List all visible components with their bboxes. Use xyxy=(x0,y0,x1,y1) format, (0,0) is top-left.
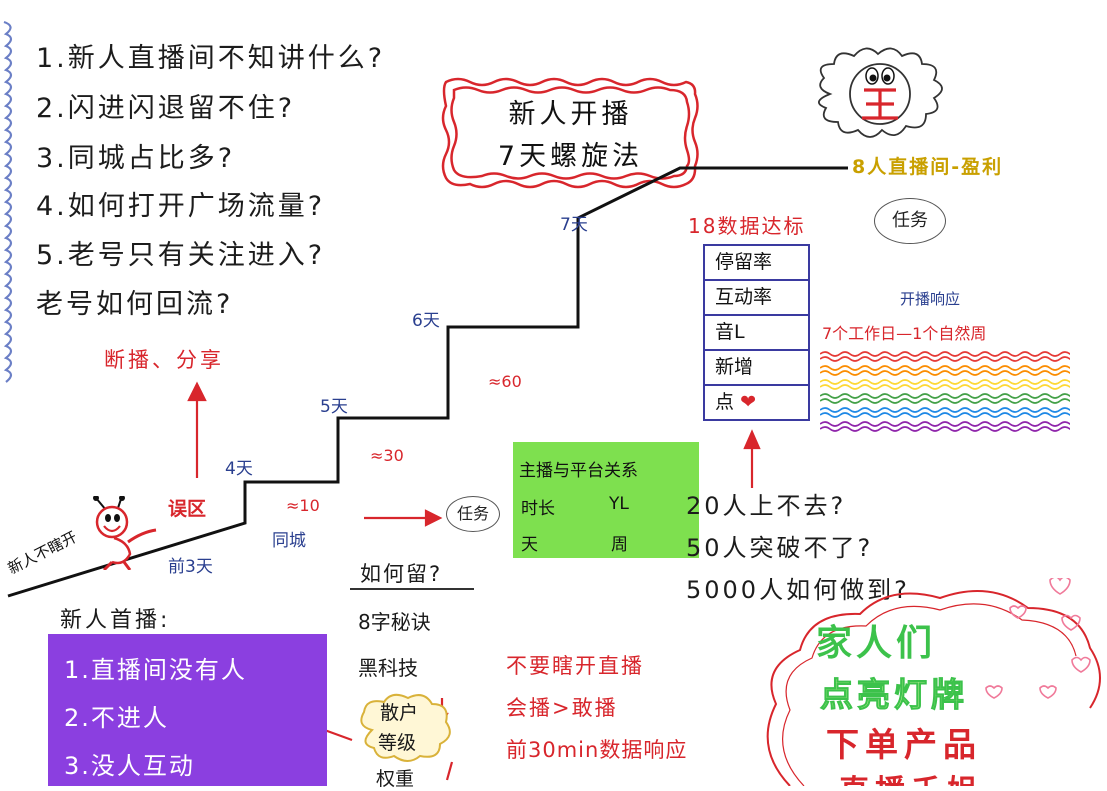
how-stay-item-2: 黑科技 xyxy=(358,656,418,680)
rainbow-wave-line xyxy=(820,351,1070,357)
metrics-table: 停留率 互动率 音L 新增 点 ❤ xyxy=(703,244,810,421)
goal-label: 8人直播间-盈利 xyxy=(852,156,1004,178)
stop-share-label: 断播、分享 xyxy=(104,348,224,372)
duration-label: 时长 xyxy=(521,499,555,519)
cloud-family-label: 家人们 xyxy=(816,623,937,664)
new-first-title: 新人首播: xyxy=(60,608,171,633)
rainbow-wave-line xyxy=(820,365,1070,371)
ant-mascot-icon xyxy=(93,496,157,570)
approx-30: ≈30 xyxy=(370,446,404,465)
goal-sun-icon xyxy=(818,47,943,138)
title-box: 新人开播 7天螺旋法 xyxy=(438,74,703,192)
rainbow-wave-line xyxy=(820,412,1070,418)
approx-10: ≈10 xyxy=(286,496,320,515)
yl-label: YL xyxy=(609,494,629,514)
title-line-1: 新人开播 xyxy=(508,99,633,130)
question-5: 5.老号只有关注进入? xyxy=(36,240,326,271)
title-line-2: 7天螺旋法 xyxy=(497,141,644,172)
week-label: 周 xyxy=(611,535,628,555)
rainbow-wave-line xyxy=(820,379,1070,385)
question-3: 3.同城占比多? xyxy=(36,143,236,174)
rainbow-wave-line xyxy=(820,421,1070,427)
question-6: 老号如何回流? xyxy=(36,289,234,320)
day-label: 天 xyxy=(521,535,538,555)
first-3-days: 前3天 xyxy=(168,557,213,577)
spiral-binding xyxy=(3,20,13,383)
how-stay-underline xyxy=(350,588,474,590)
cloud-light-badge-label: 点亮灯牌 xyxy=(820,675,968,715)
yellow-cloud-icon xyxy=(360,693,451,762)
tip-2: 会播>敢播 xyxy=(506,696,618,720)
new-first-box: 1.直播间没有人 2.不进人 3.没人互动 xyxy=(48,634,327,786)
same-city-label: 同城 xyxy=(272,531,306,551)
cloud-order-label: 下单产品 xyxy=(826,725,982,764)
rainbow-wave-line xyxy=(820,426,1070,432)
weight-label: 权重 xyxy=(376,768,415,790)
anchor-platform-title: 主播与平台关系 xyxy=(519,461,638,481)
heart-icon: ❤ xyxy=(740,391,756,413)
new-first-item-1: 1.直播间没有人 xyxy=(64,656,247,684)
metric-row: 互动率 xyxy=(705,279,808,314)
metric-row: 点 ❤ xyxy=(705,384,808,419)
question-1: 1.新人直播间不知讲什么? xyxy=(36,43,386,74)
title-wavy-border xyxy=(441,77,699,189)
rainbow-wave-line xyxy=(820,384,1070,390)
mistake-label: 误区 xyxy=(168,498,207,520)
day-6-label: 6天 xyxy=(412,311,440,331)
rainbow-wave-line xyxy=(820,370,1070,376)
rainbow-wave-line xyxy=(820,356,1070,362)
metric-row: 新增 xyxy=(705,349,808,384)
rainbow-wave-line xyxy=(820,398,1070,404)
breakthrough-2: 50人突破不了? xyxy=(686,534,874,562)
metric-row: 停留率 xyxy=(715,251,773,273)
cloud-retail-label: 散户 xyxy=(380,702,419,724)
new-first-item-3: 3.没人互动 xyxy=(64,752,195,780)
rainbow-wave-line xyxy=(820,393,1070,399)
cloud-bottom-label: ⌄直播千姐 xyxy=(808,766,983,786)
broadcast-response-title: 开播响应 xyxy=(900,290,961,308)
data-standard-label: 18数据达标 xyxy=(688,214,806,238)
broadcast-response-subtitle: 7个工作日—1个自然周 xyxy=(822,324,987,343)
day-7-label: 7天 xyxy=(560,215,588,235)
approx-60: ≈60 xyxy=(488,372,522,391)
rainbow-waves xyxy=(820,351,1070,432)
cloud-level-label: 等级 xyxy=(378,732,417,754)
day-4-label: 4天 xyxy=(225,459,253,479)
anchor-platform-box: 主播与平台关系 时长 YL 天 周 xyxy=(513,442,699,558)
red-cloud-shape xyxy=(766,578,1101,786)
question-4: 4.如何打开广场流量? xyxy=(36,191,326,222)
how-stay-title: 如何留? xyxy=(360,562,443,586)
question-2: 2.闪进闪退留不住? xyxy=(36,93,296,124)
how-stay-item-1: 8字秘诀 xyxy=(358,610,431,634)
new-first-item-2: 2.不进人 xyxy=(64,704,169,732)
breakthrough-3: 5000人如何做到? xyxy=(686,576,910,604)
task-badge-left: 任务 xyxy=(446,496,500,532)
breakthrough-1: 20人上不去? xyxy=(686,492,847,520)
tip-1: 不要瞎开直播 xyxy=(506,654,644,678)
metric-like-label: 点 xyxy=(715,391,735,413)
metric-row: 音L xyxy=(705,314,808,349)
tip-3: 前30min数据响应 xyxy=(506,738,688,762)
task-badge-right: 任务 xyxy=(874,198,946,244)
rainbow-wave-line xyxy=(820,407,1070,413)
day-5-label: 5天 xyxy=(320,397,348,417)
